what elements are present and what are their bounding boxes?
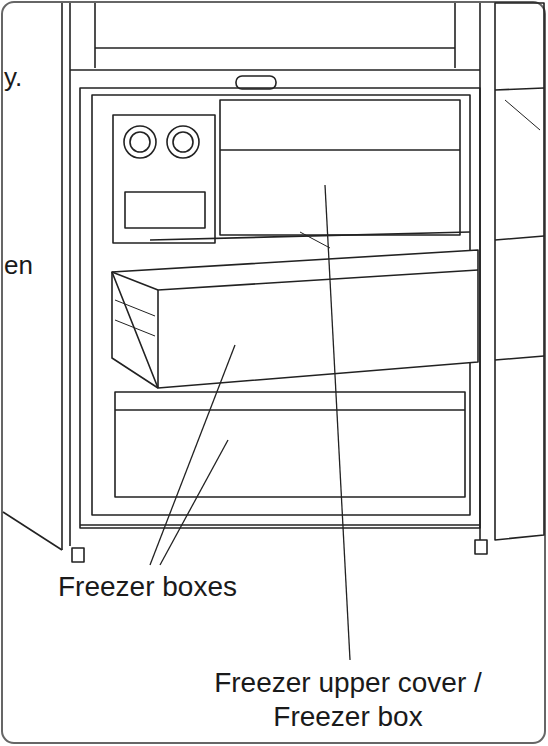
part-label: en <box>4 250 33 281</box>
part-label: y. <box>4 62 22 93</box>
part-label: Freezer upper cover / Freezer box <box>212 666 484 733</box>
part-label: Freezer boxes <box>58 570 237 604</box>
